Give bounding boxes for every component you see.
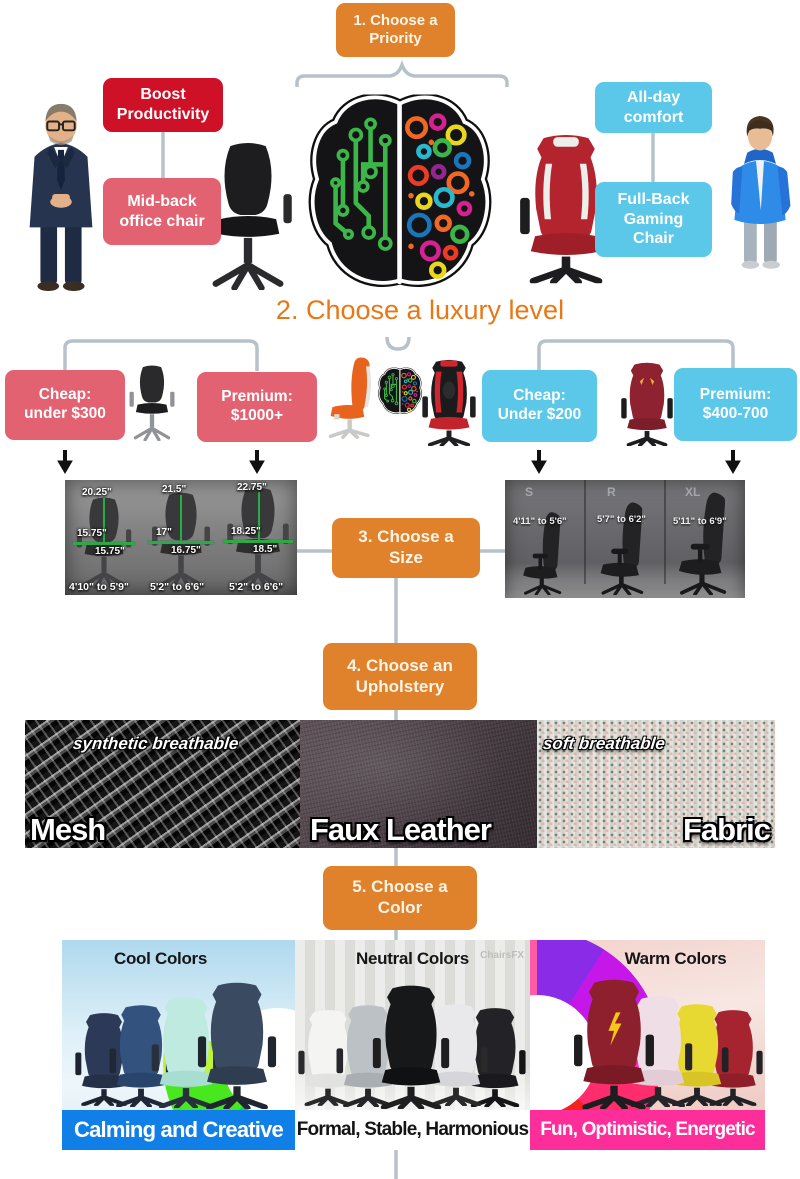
gaming-chair-image [518,130,614,285]
businessman-image [6,96,116,292]
premium-gaming-chair-image [618,361,676,446]
warm-colors-title: Warm Colors [624,949,727,968]
size-back-label: 22.75" [237,482,267,493]
watermark-label: ChairsFX [480,950,524,961]
warm-caption-banner: Fun, Optimistic, Energetic [530,1110,765,1150]
neutral-colors-panel: Neutral Colors ChairsFX Formal, Stable, … [295,940,530,1150]
premium-office-chair-image [320,353,382,439]
size-height-range: 5'2" to 6'6" [229,581,284,593]
midback-office-chair-box: Mid-back office chair [103,178,221,245]
gaming-premium-box: Premium: $400-700 [674,368,797,441]
faux-leather-label: Faux Leather [310,812,492,847]
step4-box: 4. Choose an Upholstery [323,643,477,710]
warm-colors-panel: Warm Colors Fun, Optimistic, Energetic [530,940,765,1150]
fullback-gaming-chair-box: Full-Back Gaming Chair [595,182,712,257]
size-seat-label: 18.5" [253,544,278,555]
cool-colors-title: Cool Colors [113,949,208,968]
allday-comfort-box: All-day comfort [595,82,712,133]
size-back-label: 20.25" [82,487,112,498]
gaming-size-chart-image: S 4'11" to 5'6" R 5'7" to 6'2" XL 5'11" … [505,480,745,598]
brain-image [308,92,492,292]
neutral-colors-title: Neutral Colors [356,949,469,968]
cheap-gaming-chair-image [418,358,480,446]
office-premium-box: Premium: $1000+ [197,372,317,442]
size-width-label: 15.75" [77,528,107,539]
mesh-tag-label: synthetic breathable [72,734,240,753]
step3-box: 3. Choose a Size [332,518,480,578]
size-xl-label: XL [685,485,701,499]
size-s-range: 4'11" to 5'6" [513,516,567,527]
step2-heading: 2. Choose a luxury level [275,295,565,325]
fabric-texture-image: soft breathable Fabric [537,720,775,848]
boost-productivity-box: Boost Productivity [103,78,223,132]
fabric-tag-label: soft breathable [542,734,666,753]
step1-box: 1. Choose a Priority [336,3,455,57]
cool-caption-banner: Calming and Creative [62,1110,295,1150]
gamer-image [720,96,800,288]
size-back-label: 21.5" [162,484,187,495]
step5-box: 5. Choose a Color [323,866,477,930]
neutral-caption-banner: Formal, Stable, Harmonious [295,1110,530,1150]
size-s-label: S [525,485,534,499]
size-seat-label: 16.75" [171,545,201,556]
cool-colors-panel: Cool Colors Calming and Creative [62,940,295,1150]
faux-leather-texture-image: Faux Leather [300,720,537,848]
office-cheap-box: Cheap: under $300 [5,370,125,440]
office-size-chart-image: 20.25" 15.75" 15.75" 4'10" to 5'9" 21.5"… [65,480,297,595]
fabric-label: Fabric [682,812,771,847]
size-seat-label: 15.75" [95,546,125,557]
size-r-range: 5'7" to 6'2" [597,514,646,525]
size-height-range: 5'2" to 6'6" [150,581,205,593]
mesh-texture-image: synthetic breathable Mesh [25,720,300,848]
gaming-cheap-box: Cheap: Under $200 [482,370,597,442]
cheap-office-chair-image [125,365,179,441]
size-width-label: 17" [156,527,172,538]
mini-brain-image [378,366,422,416]
size-r-label: R [607,485,616,499]
mesh-label: Mesh [30,812,106,847]
size-width-label: 18.25" [231,526,261,537]
size-height-range: 4'10" to 5'9" [69,581,129,593]
size-xl-range: 5'11" to 6'9" [673,516,727,527]
upholstery-strip: synthetic breathable Mesh Faux Leather s… [25,720,775,848]
